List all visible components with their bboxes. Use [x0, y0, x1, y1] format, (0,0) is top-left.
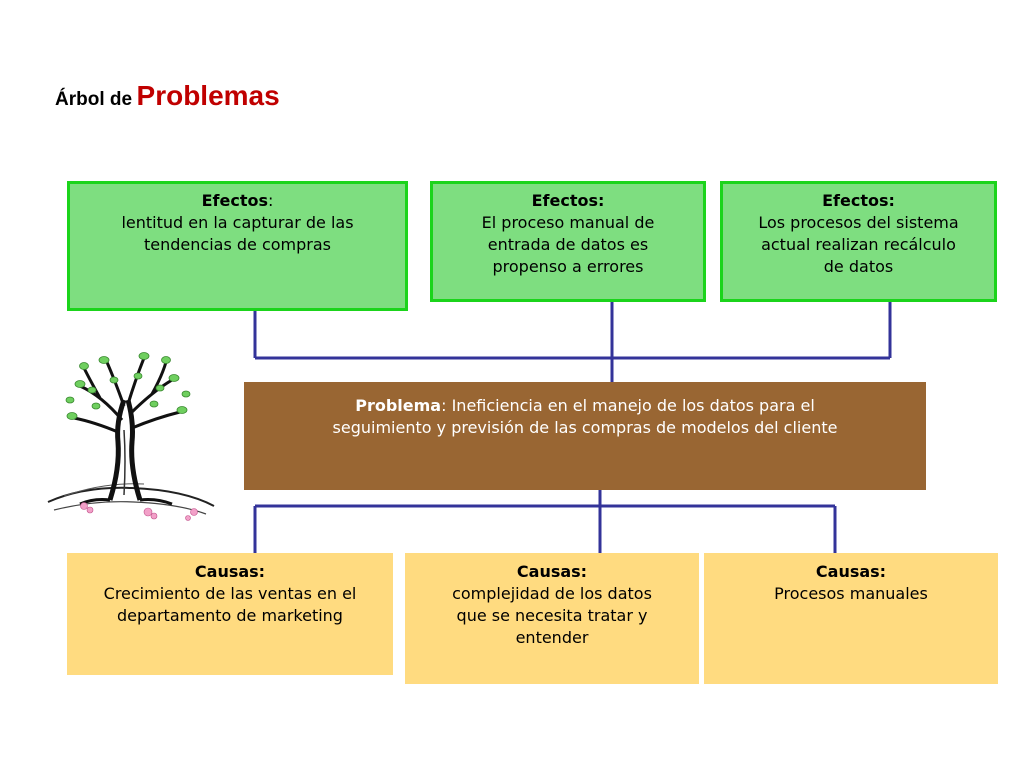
effect-1-colon: : [268, 191, 274, 210]
effect-3-line-3: de datos [823, 257, 894, 276]
cause-1-heading: Causas: [194, 562, 266, 581]
problem-label: Problema [355, 396, 442, 415]
cause-2-line-3: entender [515, 628, 589, 647]
effect-box-1: Efectos: lentitud en la capturar de las … [67, 181, 408, 311]
cause-box-1: Causas: Crecimiento de las ventas en el … [67, 553, 393, 675]
effect-2-heading: Efectos: [531, 191, 605, 210]
effect-2-line-2: entrada de datos es [487, 235, 649, 254]
effect-3-line-2: actual realizan recálculo [761, 235, 956, 254]
cause-3-line-1: Procesos manuales [774, 584, 928, 603]
cause-2-heading: Causas: [516, 562, 588, 581]
problem-text-1: Ineficiencia en el manejo de los datos p… [451, 396, 815, 415]
effect-3-line-1: Los procesos del sistema [758, 213, 959, 232]
effect-1-line-1: lentitud en la capturar de las [121, 213, 354, 232]
problem-line-2: seguimiento y previsión de las compras d… [332, 418, 838, 437]
problem-box: Problema: Ineficiencia en el manejo de l… [244, 382, 926, 490]
effect-1-heading-line: Efectos: [70, 190, 405, 212]
cause-3-heading: Causas: [815, 562, 887, 581]
effect-1-heading: Efectos [201, 191, 268, 210]
cause-box-2: Causas: complejidad de los datos que se … [405, 553, 699, 684]
effect-2-line-1: El proceso manual de [481, 213, 655, 232]
page-title: Árbol de Problemas [55, 80, 280, 112]
effect-2-line-3: propenso a errores [492, 257, 644, 276]
effect-box-2: Efectos: El proceso manual de entrada de… [430, 181, 706, 302]
cause-1-line-1: Crecimiento de las ventas en el [103, 584, 357, 603]
problem-colon: : [441, 396, 447, 415]
effect-box-3: Efectos: Los procesos del sistema actual… [720, 181, 997, 302]
effect-1-line-2: tendencias de compras [144, 235, 331, 254]
cause-2-line-2: que se necesita tratar y [456, 606, 648, 625]
effect-3-heading: Efectos: [822, 191, 895, 210]
title-prefix: Árbol de [55, 89, 133, 110]
cause-2-line-1: complejidad de los datos [452, 584, 652, 603]
tree-illustration [47, 352, 215, 521]
problem-line-1: Problema: Ineficiencia en el manejo de l… [264, 395, 906, 417]
title-main: Problemas [136, 80, 280, 111]
cause-box-3: Causas: Procesos manuales [704, 553, 998, 684]
cause-1-line-2: departamento de marketing [117, 606, 343, 625]
